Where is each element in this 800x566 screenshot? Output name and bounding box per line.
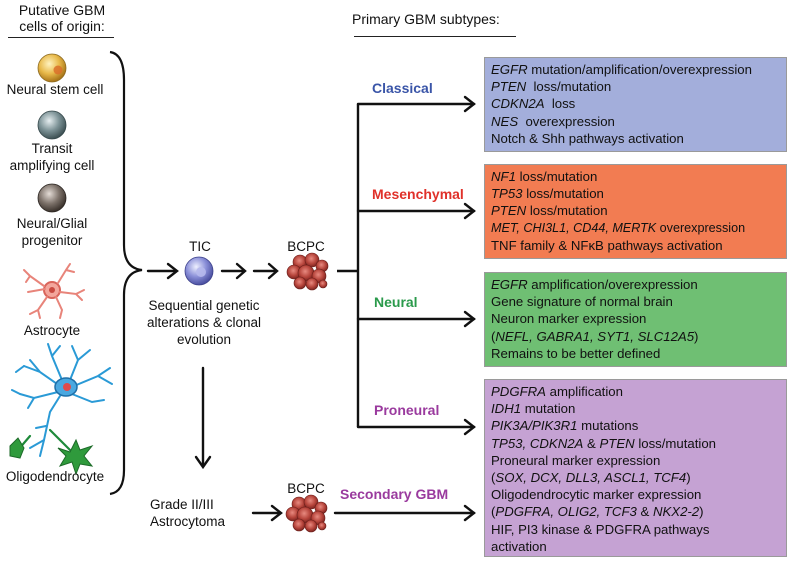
arrow-classical [356, 95, 476, 113]
neural-stem-cell-label: Neural stem cell [6, 82, 104, 97]
neural-line-2: Gene signature of normal brain [491, 294, 673, 310]
grade-astrocytoma-label: Grade II/III Astrocytoma [150, 496, 254, 530]
origin-header-line1: Putative GBM [18, 2, 106, 18]
sequential-line3: evolution [176, 332, 232, 347]
proneural-line-6: (SOX, DCX, DLL3, ASCL1, TCF4) [491, 470, 691, 486]
classical-subtype-label: Classical [372, 80, 433, 96]
proneural-line-4: TP53, CDKN2A & PTEN loss/mutation [491, 435, 717, 451]
proneural-line-9: HIF, PI3 kinase & PDGFRA pathways [491, 521, 710, 537]
secondary-gbm-label: Secondary GBM [340, 486, 449, 502]
proneural-line-7: Oligodendrocytic marker expression [491, 487, 702, 503]
transit-label-line2: amplifying cell [9, 158, 95, 173]
neural-subtype-label: Neural [374, 294, 418, 310]
sequential-line2: alterations & clonal [146, 315, 262, 330]
neural-stem-cell-image [37, 53, 67, 83]
proneural-box: PDGFRA amplification IDH1 mutation PIK3A… [484, 379, 787, 557]
proneural-subtype-label: Proneural [374, 402, 440, 418]
bcpc-tumor-image [286, 252, 329, 291]
arrow-mesenchymal [356, 202, 476, 220]
mesenchymal-subtype-label: Mesenchymal [372, 186, 464, 202]
origin-header-line2: cells of origin: [19, 18, 105, 34]
classical-line-4: NES overexpression [491, 113, 615, 129]
neural-box: EGFR amplification/overexpression Gene s… [484, 272, 787, 367]
classical-box: EGFR mutation/amplification/overexpressi… [484, 57, 787, 152]
proneural-line-8: (PDGFRA, OLIG2, TCF3 & NKX2-2) [491, 504, 704, 520]
grade-line1: Grade II/III [150, 497, 214, 512]
classical-line-5: Notch & Shh pathways activation [491, 130, 684, 146]
sequential-line1: Sequential genetic [148, 298, 260, 313]
proneural-line-3: PIK3A/PIK3R1 mutations [491, 418, 639, 434]
mesenchymal-box: NF1 loss/mutation TP53 loss/mutation PTE… [484, 164, 787, 259]
mesenchymal-line-5: TNF family & NFκB pathways activation [491, 237, 723, 253]
classical-line-3: CDKN2A loss [491, 96, 576, 112]
bcpc-label-2: BCPC [287, 481, 325, 496]
oligodendrocyte-image [9, 343, 113, 476]
subtypes-header: Primary GBM subtypes: [352, 11, 500, 27]
progenitor-label: Neural/Glial progenitor [0, 215, 104, 249]
mesenchymal-line-2: TP53 loss/mutation [491, 186, 604, 202]
neural-line-4: (NEFL, GABRA1, SYT1, SLC12A5) [491, 328, 699, 344]
transit-amplifying-cell-label: Transit amplifying cell [0, 140, 104, 174]
arrow-tic-to-bcpc [220, 262, 279, 280]
transit-label-line1: Transit [31, 141, 73, 156]
neural-line-5: Remains to be better defined [491, 345, 661, 361]
subtypes-header-underline [354, 36, 516, 37]
classical-line-1: EGFR mutation/amplification/overexpressi… [491, 62, 752, 77]
neural-line-1: EGFR amplification/overexpression [491, 277, 698, 292]
origin-header: Putative GBM cells of origin: [0, 2, 124, 34]
arrow-secondary [333, 504, 476, 522]
proneural-line-2: IDH1 mutation [491, 401, 576, 417]
oligodendrocyte-label: Oligodendrocyte [5, 469, 105, 484]
cells-brace [109, 50, 143, 496]
tic-label: TIC [189, 239, 211, 254]
astrocyte-image [23, 263, 85, 319]
arrow-to-astrocytoma [194, 366, 212, 470]
transit-amplifying-cell-image [37, 110, 67, 140]
arrow-astro-to-bcpc [251, 504, 283, 522]
arrow-neural [356, 310, 476, 328]
arrow-proneural [356, 418, 476, 436]
progenitor-cell-image [37, 183, 67, 213]
progenitor-label-line1: Neural/Glial [16, 216, 88, 231]
bcpc-label: BCPC [287, 239, 325, 254]
bcpc-tumor-image-2 [285, 494, 328, 533]
sequential-alterations-label: Sequential genetic alterations & clonal … [142, 297, 266, 348]
astrocyte-label: Astrocyte [23, 323, 81, 338]
tic-cell-image [184, 256, 214, 286]
neural-line-3: Neuron marker expression [491, 311, 647, 327]
mesenchymal-line-1: NF1 loss/mutation [491, 169, 598, 184]
progenitor-label-line2: progenitor [21, 233, 83, 248]
arrow-to-tic [146, 262, 179, 280]
mesenchymal-line-3: PTEN loss/mutation [491, 203, 608, 219]
proneural-line-10: activation [491, 538, 547, 554]
mesenchymal-line-4: MET, CHI3L1, CD44, MERTK overexpression [491, 220, 746, 235]
proneural-line-5: Proneural marker expression [491, 452, 661, 468]
origin-header-underline [8, 37, 114, 38]
grade-line2: Astrocytoma [150, 514, 226, 529]
classical-line-2: PTEN loss/mutation [491, 79, 612, 95]
proneural-line-1: PDGFRA amplification [491, 384, 623, 399]
